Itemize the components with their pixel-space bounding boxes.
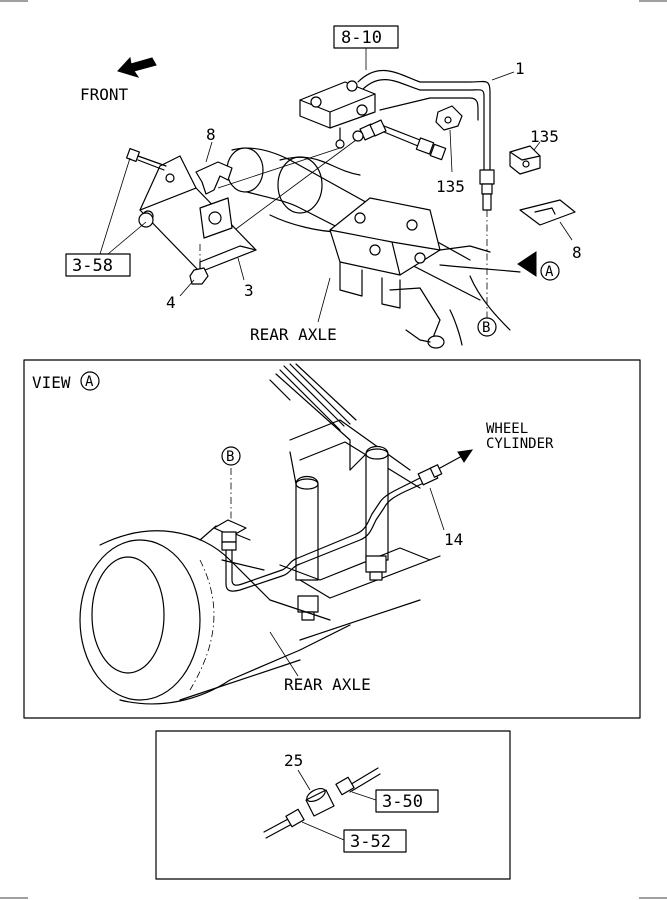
view-a-content: VIEW A <box>32 363 554 705</box>
rear-axle-top-label: REAR AXLE <box>250 325 337 344</box>
ref-box-3-58 <box>65 253 131 277</box>
part-8a-label: 8 <box>206 125 216 144</box>
ref-3-58-label: 3-58 <box>72 256 113 276</box>
ref-3-50-label: 3-50 <box>382 792 423 812</box>
front-label: FRONT <box>80 85 129 104</box>
ref-box-3-52 <box>343 829 407 853</box>
part-135a-label: 135 <box>530 127 559 146</box>
wheel-label: WHEEL <box>486 421 528 437</box>
part-1-label: 1 <box>515 59 525 78</box>
view-marker-b: B <box>226 449 234 465</box>
inset-content: 25 3-50 3-52 <box>263 751 439 853</box>
part-4-label: 4 <box>166 293 176 312</box>
marker-b-circle <box>477 317 497 337</box>
ref-3-52-label: 3-52 <box>350 832 391 852</box>
part-135b-label: 135 <box>436 177 465 196</box>
marker-b-label: B <box>482 320 490 336</box>
part-8b-label: 8 <box>572 243 582 262</box>
ref-box-3-50 <box>375 789 439 813</box>
axle-housing <box>226 147 521 349</box>
part-25-label: 25 <box>284 751 303 770</box>
view-marker-a: A <box>85 374 94 390</box>
view-title: VIEW <box>32 373 71 392</box>
ref-8-10-label: 8-10 <box>341 28 382 48</box>
cylinder-label: CYLINDER <box>486 436 554 452</box>
top-exploded-view: FRONT 8-10 1 <box>65 25 582 349</box>
front-arrow-icon <box>117 56 157 78</box>
marker-a-label: A <box>545 264 554 280</box>
part-14-label: 14 <box>444 530 463 549</box>
rear-axle-view-label: REAR AXLE <box>284 675 371 694</box>
view-a-arrow-icon <box>517 251 537 277</box>
hose-fittings <box>352 119 447 161</box>
view-a-panel <box>23 359 641 719</box>
bracket-3 <box>139 155 257 273</box>
inset-panel <box>155 730 511 880</box>
part-3-label: 3 <box>244 281 254 300</box>
marker-a-circle <box>540 261 560 281</box>
